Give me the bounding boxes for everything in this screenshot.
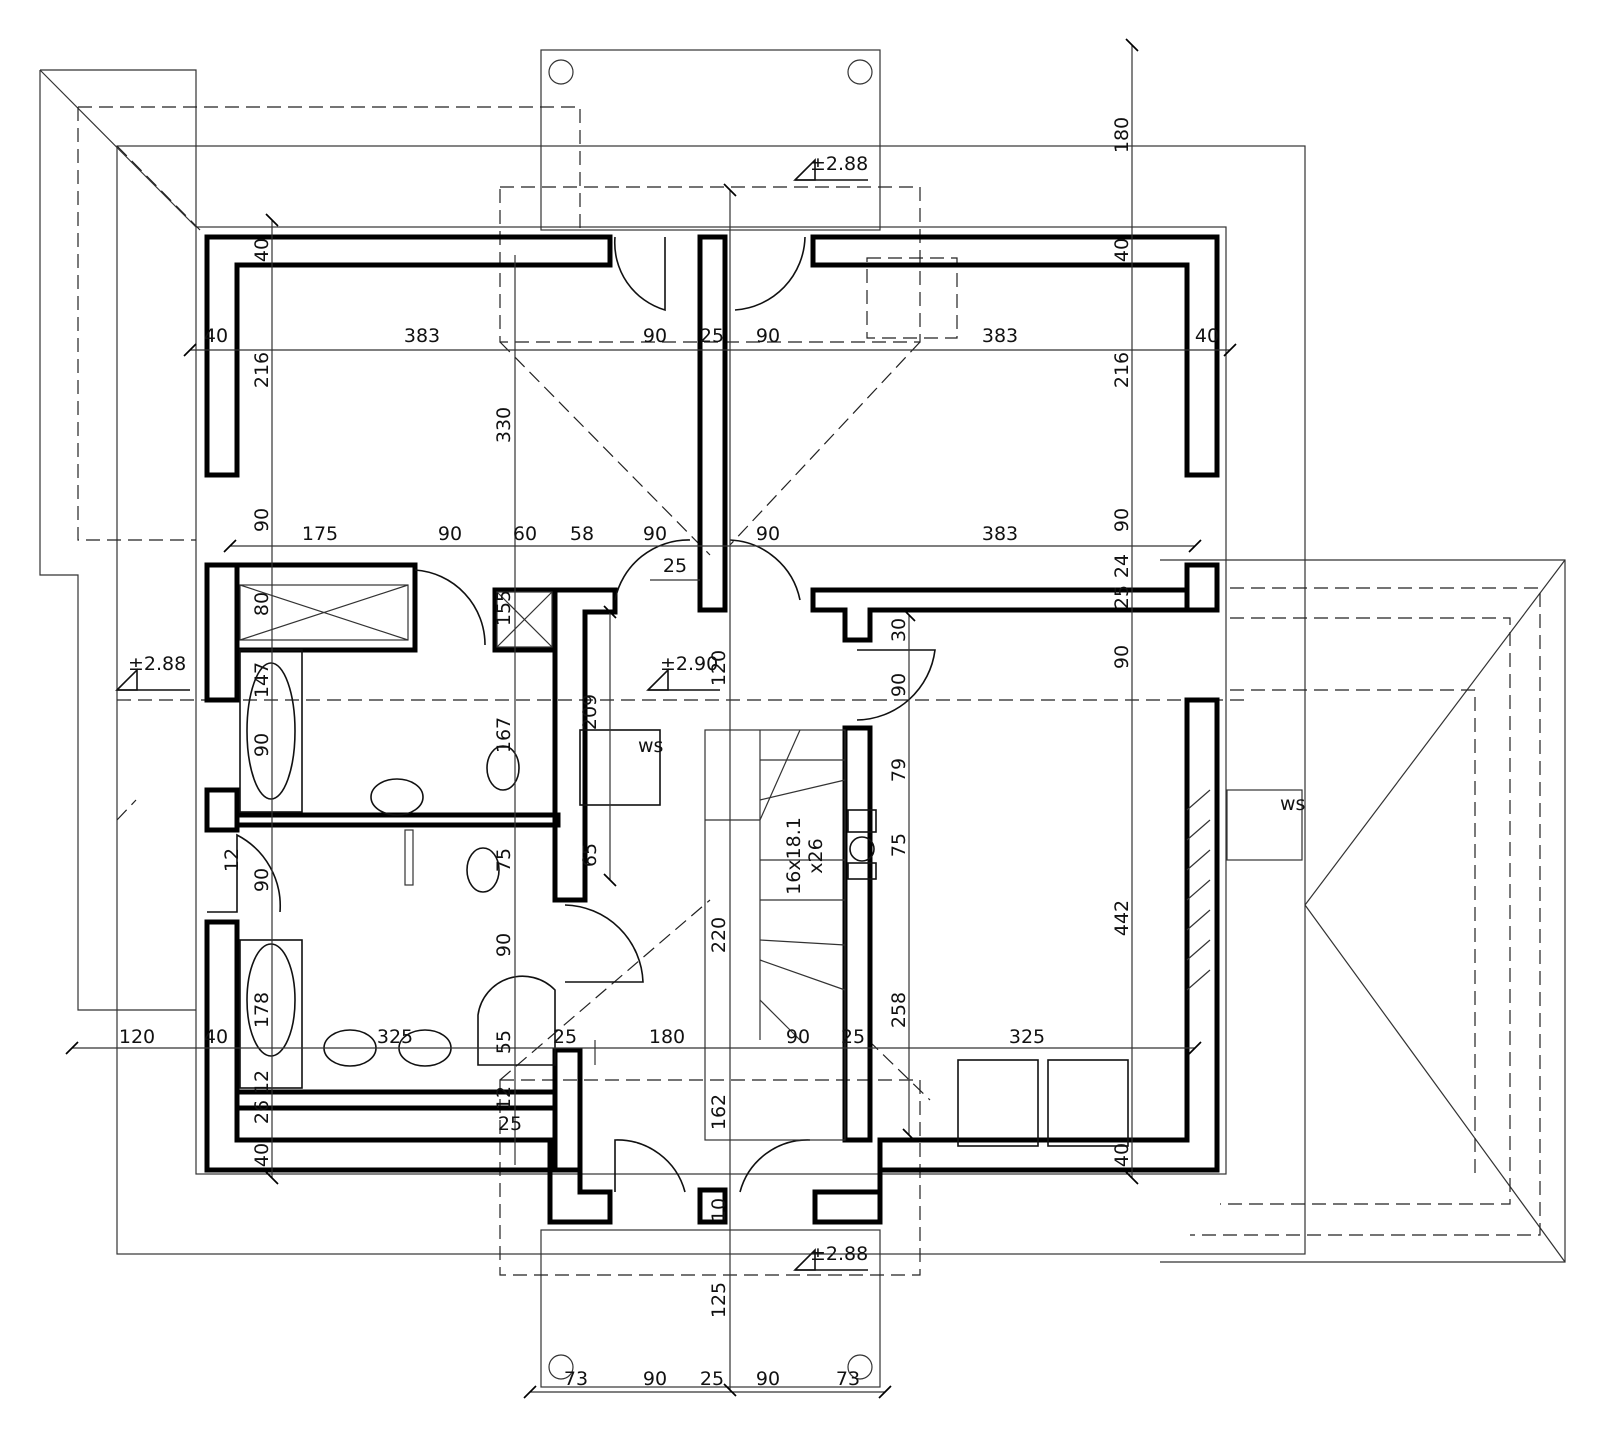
dim-left-4: 80 <box>251 592 273 616</box>
staircase <box>704 729 846 1141</box>
dim-right-9: 40 <box>1111 1143 1133 1167</box>
dim-right-3: 216 <box>1111 352 1133 388</box>
dim-low-1: 120 <box>119 1026 155 1048</box>
dim-mid-2: 90 <box>438 523 462 545</box>
dim-inner-19: 55 <box>493 1030 515 1054</box>
dim-bot-5: 73 <box>836 1368 860 1390</box>
dim-low-7: 25 <box>841 1026 865 1048</box>
dim-low-3: 325 <box>377 1026 413 1048</box>
dim-left-10: 12 <box>251 1070 273 1094</box>
dim-right-5: 24 <box>1111 554 1133 578</box>
dim-inner-17: 90 <box>493 933 515 957</box>
dim-inner-1: 330 <box>493 407 515 443</box>
dim-top-5: 90 <box>756 325 780 347</box>
dim-low-8: 325 <box>1009 1026 1045 1048</box>
dim-right-7: 90 <box>1111 645 1133 669</box>
stair-spec-line1: 16x18.1 <box>783 817 805 895</box>
dim-low-4: 25 <box>553 1026 577 1048</box>
dim-inner-8: 79 <box>888 758 910 782</box>
stove-icon <box>847 809 877 833</box>
dim-top-4: 25 <box>700 325 724 347</box>
dim-inner-6: 30 <box>888 618 910 642</box>
level-top: ±2.88 <box>810 153 868 175</box>
ws-label-right: ws <box>1280 793 1305 815</box>
fixtures <box>239 584 1303 1147</box>
shower-icon <box>477 975 556 1066</box>
dim-mid-6: 90 <box>756 523 780 545</box>
dim-inner-21: 25 <box>498 1113 522 1135</box>
dim-inner-11: 220 <box>708 917 730 953</box>
dim-inner-9: 75 <box>888 833 910 857</box>
dim-top-6: 383 <box>982 325 1018 347</box>
dim-top-1: 40 <box>204 325 228 347</box>
dim-inner-4: 209 <box>579 694 601 730</box>
dim-low-2: 40 <box>204 1026 228 1048</box>
dim-left-6: 90 <box>251 733 273 757</box>
dim-left-12: 40 <box>251 1143 273 1167</box>
dim-left-11: 26 <box>251 1100 273 1124</box>
dim-mid-4: 58 <box>570 523 594 545</box>
dim-inner-12: 162 <box>708 1094 730 1130</box>
dim-inner-13: 125 <box>708 1282 730 1318</box>
dim-inner-16: 75 <box>493 848 515 872</box>
dim-bot-4: 90 <box>756 1368 780 1390</box>
dim-left-7: 12 <box>221 848 243 872</box>
stair-spec-line2: x26 <box>805 838 827 873</box>
dim-right-8: 442 <box>1111 900 1133 936</box>
dim-left-8: 90 <box>251 868 273 892</box>
dim-right-1: 180 <box>1111 117 1133 153</box>
dim-left-3: 90 <box>251 508 273 532</box>
dim-inner-14: 10 <box>708 1198 730 1222</box>
dim-top-2: 383 <box>404 325 440 347</box>
ws-label-left: ws <box>638 735 663 757</box>
exterior-walls <box>204 234 1220 1225</box>
dim-mid-5: 90 <box>643 523 667 545</box>
dimension-lines <box>65 38 1237 1399</box>
dim-inner-18: 12 <box>493 1086 515 1110</box>
dim-inner-10: 258 <box>888 992 910 1028</box>
dim-mid-7: 383 <box>982 523 1018 545</box>
dim-inner-7: 90 <box>888 673 910 697</box>
dashed-eaves <box>77 106 1541 1276</box>
dimension-text: 40 383 90 25 90 383 40 175 90 60 58 90 9… <box>119 117 1219 1390</box>
dim-right-6: 25 <box>1111 585 1133 609</box>
dim-bot-3: 25 <box>700 1368 724 1390</box>
dim-inner-15: 65 <box>579 843 601 867</box>
dim-mid-3: 60 <box>513 523 537 545</box>
dim-mid-1: 175 <box>302 523 338 545</box>
dim-left-5: 147 <box>251 662 273 698</box>
dim-left-9: 178 <box>251 992 273 1028</box>
dim-inner-2: 155 <box>493 590 515 626</box>
dim-right-2: 40 <box>1111 238 1133 262</box>
dim-top-3: 90 <box>643 325 667 347</box>
labels: ws ws 16x18.1 x26 <box>638 735 1305 895</box>
chimney-hatch <box>1186 789 1211 991</box>
dim-left-1: 40 <box>251 238 273 262</box>
dim-bot-2: 90 <box>643 1368 667 1390</box>
level-bottom: ±2.88 <box>810 1243 868 1265</box>
dim-top-7: 40 <box>1195 325 1219 347</box>
level-markers: ±2.88 ±2.90 ±2.88 ±2.88 <box>115 153 868 1271</box>
dim-inner-3: 167 <box>493 717 515 753</box>
dim-left-2: 216 <box>251 352 273 388</box>
level-hall: ±2.90 <box>660 653 718 675</box>
toilet-icon <box>486 745 520 791</box>
dim-right-4: 90 <box>1111 508 1133 532</box>
sink-icon <box>370 778 424 816</box>
level-left: ±2.88 <box>128 653 186 675</box>
dim-low-5: 180 <box>649 1026 685 1048</box>
dim-low-6: 90 <box>786 1026 810 1048</box>
dim-inner-20: 25 <box>663 555 687 577</box>
dim-inner-5: 120 <box>708 650 730 686</box>
dim-bot-1: 73 <box>564 1368 588 1390</box>
